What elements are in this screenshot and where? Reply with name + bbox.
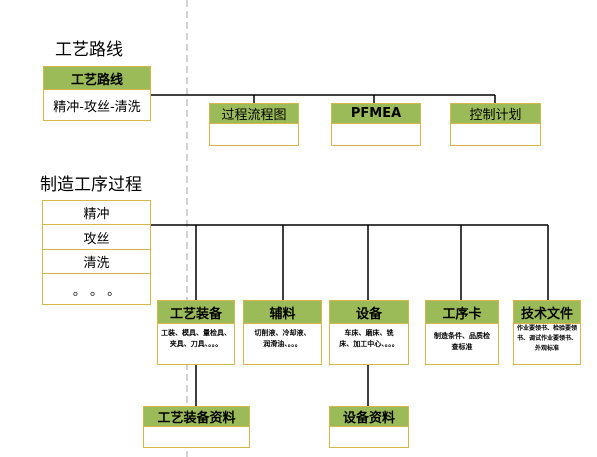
route-child-control-plan-body bbox=[450, 123, 541, 146]
process-child-auxiliary-body: 切削液、冷却液、润滑油、。。。 bbox=[243, 323, 322, 365]
process-child-tech-docs-body: 作业要领书、检验要领书、调试作业要领书、外观标准 bbox=[513, 323, 581, 365]
resource-tooling-data-body bbox=[143, 426, 250, 448]
process-child-tooling-body: 工装、模具、量检具、夹具、刀具、。。。 bbox=[157, 323, 235, 365]
process-child-equipment: 设备 bbox=[329, 300, 409, 324]
resource-equipment-data: 设备资料 bbox=[329, 406, 409, 427]
route-child-control-plan: 控制计划 bbox=[450, 103, 541, 124]
process-step-more: 。 。 。 bbox=[42, 273, 151, 305]
process-child-tooling: 工艺装备 bbox=[157, 300, 235, 324]
process-child-tech-docs: 技术文件 bbox=[513, 300, 581, 324]
process-child-operation-card-body: 制造条件、品质检查标准 bbox=[425, 323, 499, 365]
process-child-operation-card: 工序卡 bbox=[425, 300, 499, 324]
process-step-3: 清洗 bbox=[42, 249, 151, 274]
route-section-title: 工艺路线 bbox=[55, 40, 123, 60]
route-value: 精冲-攻丝-清洗 bbox=[43, 89, 151, 121]
process-child-equipment-body: 车床、磨床、铣床、加工中心、。。。 bbox=[329, 323, 409, 365]
process-child-auxiliary: 辅料 bbox=[243, 300, 322, 324]
process-step-1: 精冲 bbox=[42, 200, 151, 225]
route-child-flowchart-body bbox=[209, 123, 299, 146]
route-child-flowchart: 过程流程图 bbox=[209, 103, 299, 124]
process-section-title: 制造工序过程 bbox=[40, 175, 142, 195]
process-step-2: 攻丝 bbox=[42, 224, 151, 250]
resource-equipment-data-body bbox=[329, 426, 409, 448]
route-child-pfmea: PFMEA bbox=[331, 103, 421, 124]
route-header: 工艺路线 bbox=[43, 66, 151, 90]
resource-tooling-data: 工艺装备资料 bbox=[143, 406, 250, 427]
route-child-pfmea-body bbox=[331, 123, 421, 146]
